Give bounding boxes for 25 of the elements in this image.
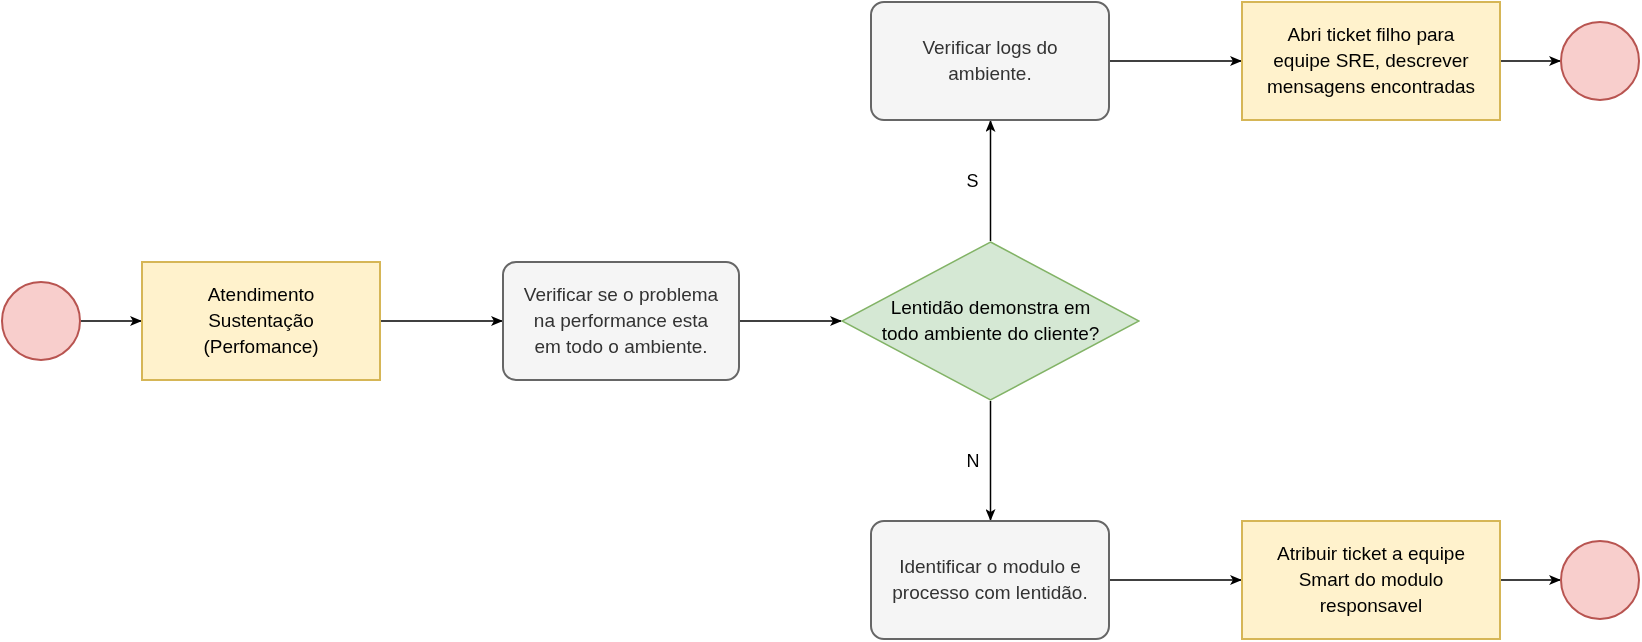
node-text: Atribuir ticket a equipe Smart do modulo responsavel (1276, 542, 1466, 618)
node-text: Abri ticket filho para equipe SRE, descrever mensagens encontradas (1265, 23, 1477, 99)
edge-label: N (964, 451, 982, 470)
arrow (985, 400, 996, 521)
task-box (141, 261, 381, 381)
node-text: Verificar se o problema na performance esta em todo o ambiente. (522, 283, 720, 359)
process-box (870, 1, 1110, 121)
arrow (1109, 575, 1242, 585)
decision-diamond (841, 241, 1140, 401)
process-box (502, 261, 740, 381)
arrow (1109, 56, 1242, 66)
node-text: Verificar logs do ambiente. (921, 36, 1059, 86)
arrow (739, 316, 842, 326)
node-text: Identificar o modulo e processo com lentidão. (891, 555, 1089, 605)
task-box (1241, 520, 1501, 640)
arrow (985, 120, 996, 242)
edge-label: S (964, 172, 981, 190)
task-box (1241, 1, 1501, 121)
node-text: Atendimento Sustentação (Perfomance) (202, 283, 320, 359)
arrow (380, 316, 503, 326)
arrow (1500, 56, 1561, 66)
arrow (80, 316, 142, 326)
process-box (870, 520, 1110, 640)
node-text: Lentidão demonstra em todo ambiente do cliente? (880, 296, 1101, 346)
arrow (1500, 575, 1561, 585)
